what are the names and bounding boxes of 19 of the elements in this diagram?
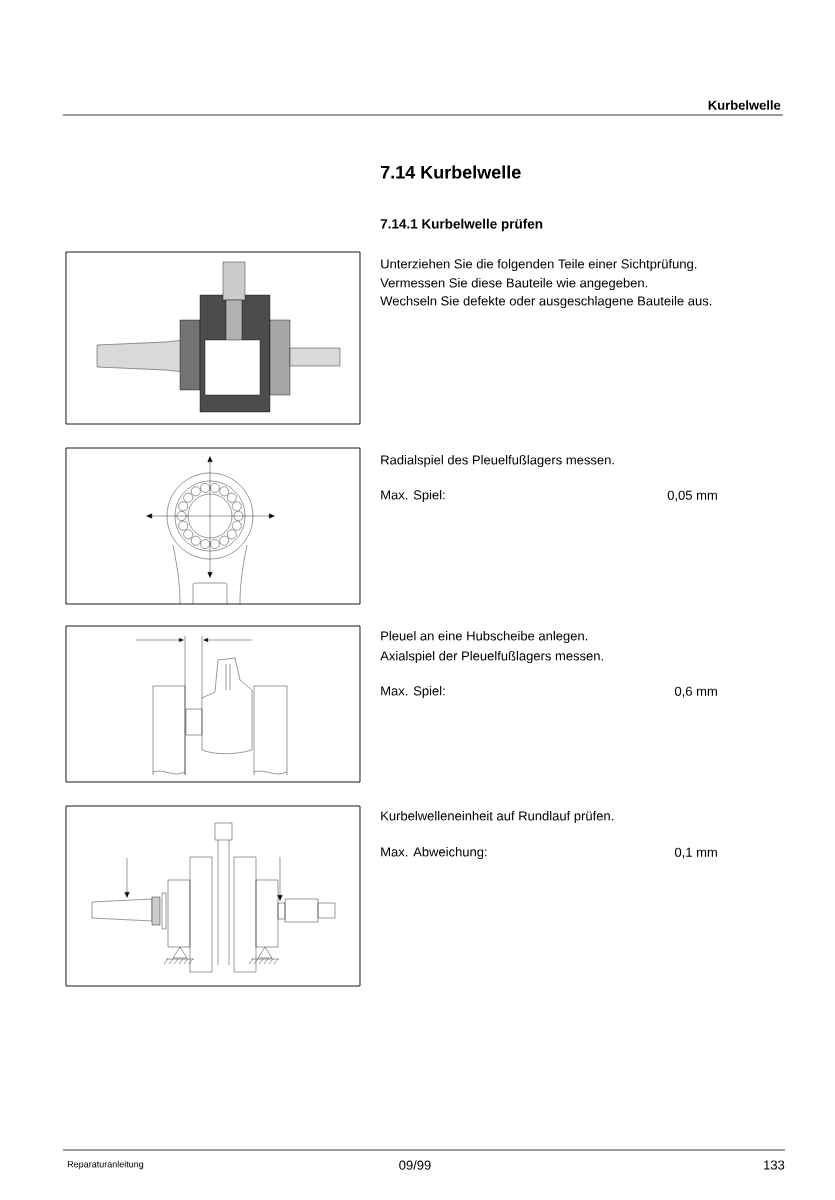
footer-text: 09/99 bbox=[399, 1160, 431, 1170]
body-text: Kurbelwelleneinheit auf Rundlauf prüfen. bbox=[381, 810, 614, 824]
body-text: 0,05 mm bbox=[667, 490, 717, 502]
body-text: Vermessen Sie diese Bauteile wie angegeben. bbox=[380, 277, 648, 291]
body-text: Radialspiel des Pleuelfußlagers messen. bbox=[381, 454, 614, 468]
body-text: Axialspiel der Pleuelfußlagers messen. bbox=[380, 650, 603, 664]
body-text: Unterziehen Sie die folgenden Teile einer Sichtprüfung. bbox=[381, 258, 697, 272]
body-text: Max. Spiel: bbox=[381, 489, 445, 503]
footer-text: 133 bbox=[764, 1160, 785, 1170]
body-text: Pleuel an eine Hubscheibe anlegen. bbox=[381, 630, 588, 644]
body-text: 0,6 mm bbox=[674, 686, 717, 698]
body-text: Max. Abweichung: bbox=[381, 846, 487, 860]
chapter-title: 7.14 Kurbelwelle bbox=[380, 165, 521, 179]
section-heading: 7.14.1 Kurbelwelle prüfen bbox=[380, 218, 543, 232]
footer-text: Reparaturanleitung bbox=[67, 1160, 144, 1170]
running-header: Kurbelwelle bbox=[708, 100, 781, 110]
body-text: Max. Spiel: bbox=[381, 685, 445, 699]
body-text: Wechseln Sie defekte oder ausgeschlagene Bauteile aus. bbox=[380, 295, 712, 309]
body-text: 0,1 mm bbox=[674, 847, 717, 859]
